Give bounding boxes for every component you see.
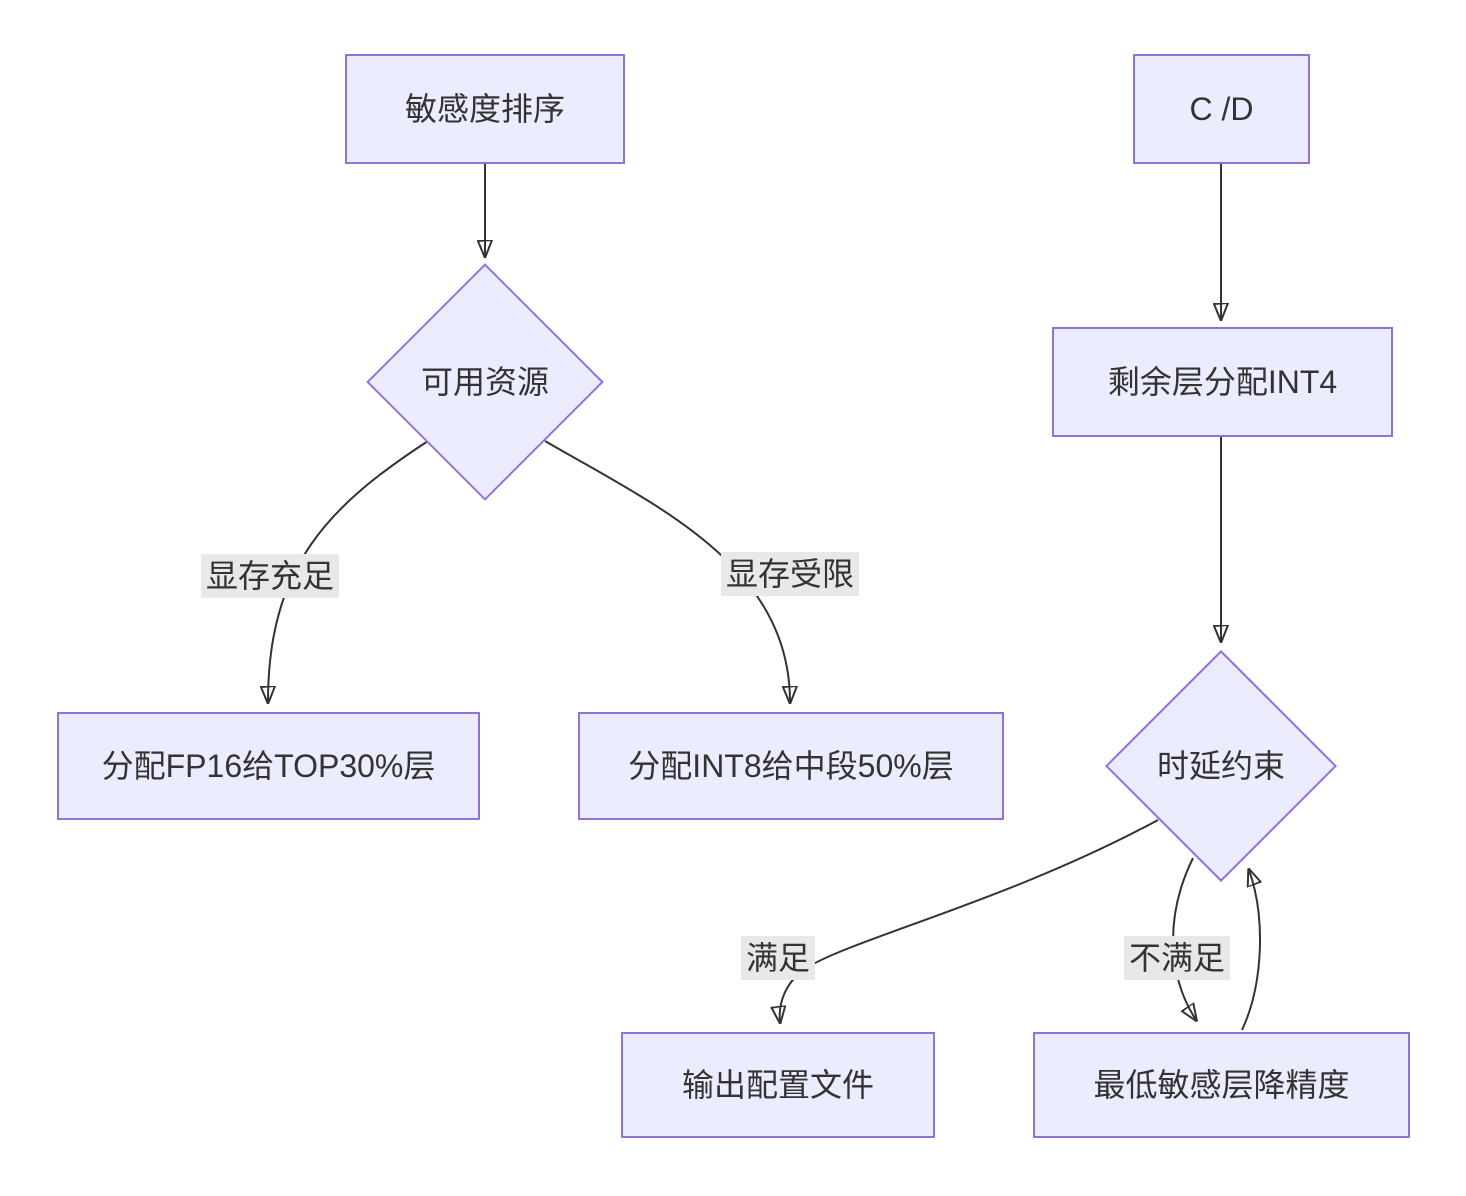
edge-label-satisfied: 满足 <box>740 936 816 980</box>
node-output-config-label: 输出配置文件 <box>681 1066 874 1103</box>
node-downgrade-precision: 最低敏感层降精度 <box>1033 1032 1410 1138</box>
edge-label-not-satisfied: 不满足 <box>1123 936 1231 980</box>
node-assign-int8: 分配INT8给中段50%层 <box>578 712 1004 820</box>
decision-available-resources-label: 可用资源 <box>420 363 550 400</box>
node-assign-int4-label: 剩余层分配INT4 <box>1107 363 1338 400</box>
node-assign-fp16-label: 分配FP16给TOP30%层 <box>101 747 436 784</box>
node-cd: C /D <box>1133 54 1310 164</box>
edge-resource-to-int8 <box>544 440 790 702</box>
node-cd-label: C /D <box>1189 90 1254 127</box>
edge-label-vram-limited: 显存受限 <box>720 552 860 596</box>
edge-resource-to-fp16 <box>268 440 429 702</box>
node-downgrade-precision-label: 最低敏感层降精度 <box>1093 1066 1350 1103</box>
decision-latency-constraint-label: 时延约束 <box>1156 747 1286 784</box>
edge-latency-to-output <box>780 819 1159 1022</box>
edge-label-vram-sufficient: 显存充足 <box>200 554 340 598</box>
node-output-config: 输出配置文件 <box>621 1032 935 1138</box>
node-assign-int4: 剩余层分配INT4 <box>1052 327 1393 437</box>
edge-downgrade-to-latency <box>1241 870 1260 1031</box>
node-sensitivity-sort: 敏感度排序 <box>345 54 625 164</box>
node-sensitivity-sort-label: 敏感度排序 <box>404 90 565 127</box>
node-assign-fp16: 分配FP16给TOP30%层 <box>57 712 480 820</box>
node-assign-int8-label: 分配INT8给中段50%层 <box>628 747 954 784</box>
